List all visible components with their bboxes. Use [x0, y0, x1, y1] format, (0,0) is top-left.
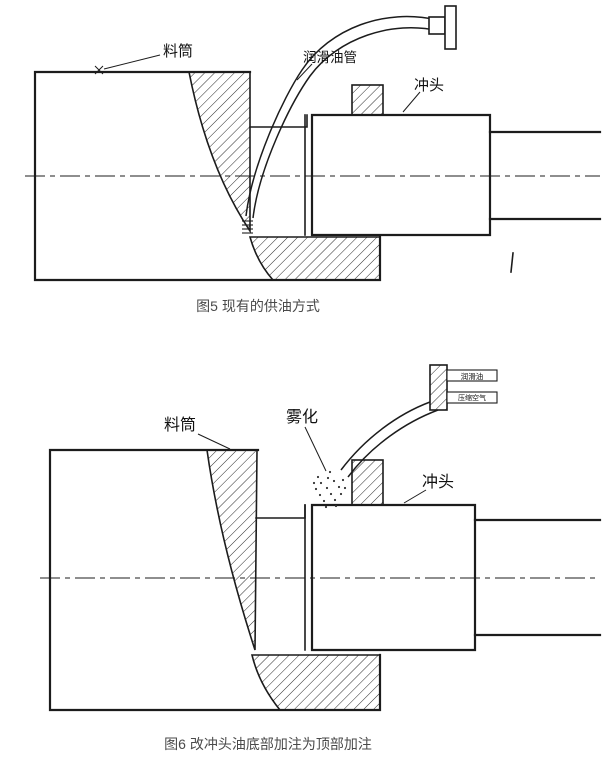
barrel-leader	[103, 54, 161, 70]
punch-body	[304, 503, 602, 652]
label-inlet-air: 压缩空气	[458, 393, 486, 402]
barrel-leader	[197, 433, 231, 450]
label-barrel: 料筒	[163, 43, 193, 60]
atomize-leader	[304, 426, 327, 472]
die-bottom-hatch	[248, 236, 381, 281]
die-step	[255, 504, 306, 519]
punch-outline	[310, 113, 492, 237]
oil-pipe-leader	[296, 63, 313, 81]
die-funnel-hatch	[206, 449, 258, 651]
x-marker	[94, 65, 104, 75]
figure6-caption: 图6 改冲头油底部加注为顶部加注	[164, 736, 372, 752]
guide-bush-hatch	[351, 84, 384, 116]
barrel-body	[33, 70, 384, 282]
oil-inlet-tube	[446, 369, 498, 382]
figure5-drawing: 料筒 润滑油管 冲头 图5 现有的供油方式	[25, 5, 602, 314]
oil-pipe	[242, 5, 457, 234]
figure6-drawing: 润滑油 压缩空气	[40, 364, 602, 752]
spray-mist	[312, 470, 347, 509]
die-step	[249, 114, 308, 128]
figure5-caption: 图5 现有的供油方式	[196, 298, 320, 314]
spray-pipe-wall-1	[340, 401, 431, 471]
label-inlet-oil: 润滑油	[461, 371, 484, 381]
punch-outline	[310, 503, 477, 652]
die-bottom-hatch	[250, 654, 381, 711]
barrel-body	[48, 448, 384, 712]
atomizer-body-hatch	[429, 364, 448, 411]
figure6-labels: 料筒 雾化 冲头	[164, 408, 454, 504]
pipe-fitting	[428, 5, 457, 50]
figure5-labels: 料筒 润滑油管 冲头	[94, 43, 514, 273]
label-punch: 冲头	[422, 473, 454, 491]
label-punch: 冲头	[414, 77, 444, 94]
punch-leader	[403, 489, 427, 504]
label-atomize: 雾化	[286, 408, 318, 426]
tick-mark	[510, 252, 514, 273]
label-oil-pipe: 润滑油管	[303, 50, 357, 65]
atomizer-assembly: 润滑油 压缩空气	[340, 364, 498, 478]
air-inlet-tube	[446, 391, 498, 404]
oil-pipe-wall-2	[252, 27, 440, 219]
punch-leader	[402, 91, 421, 113]
oil-pipe-wall-1	[245, 15, 438, 217]
guide-bush-hatch	[351, 459, 384, 506]
pipe-tip	[242, 220, 253, 234]
die-funnel-hatch	[188, 71, 251, 234]
punch-body	[304, 113, 602, 237]
label-barrel: 料筒	[164, 416, 196, 434]
spray-pipe-wall-2	[347, 409, 439, 478]
